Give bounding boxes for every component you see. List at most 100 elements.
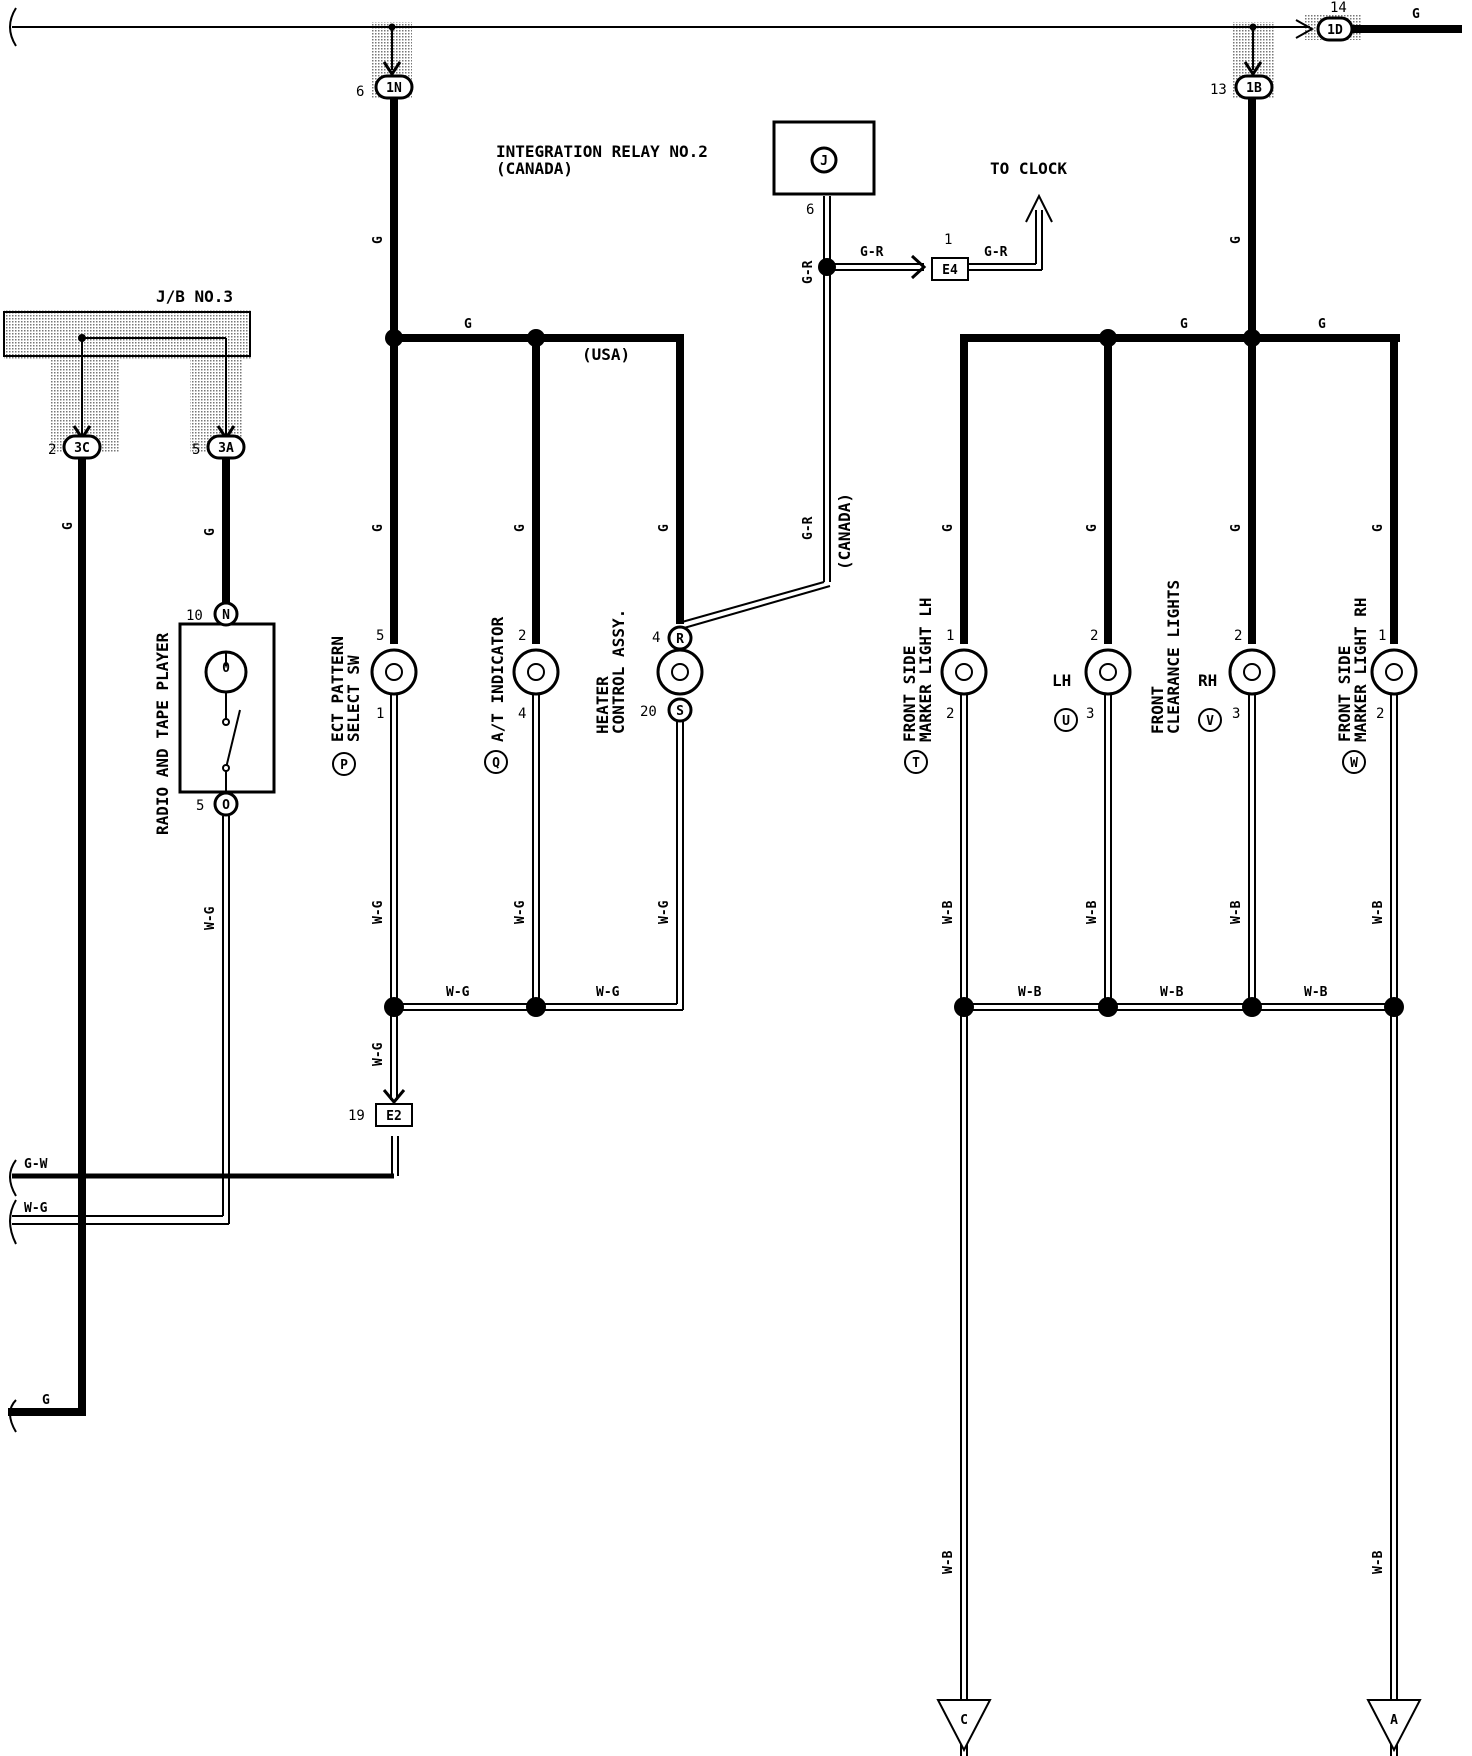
svg-text:0: 0	[222, 661, 230, 676]
svg-text:1: 1	[1378, 628, 1386, 644]
svg-text:10: 10	[186, 608, 203, 624]
rh-label: RH	[1198, 671, 1217, 690]
svg-text:4: 4	[652, 630, 660, 646]
lh-label: LH	[1052, 671, 1071, 690]
svg-text:G: G	[1180, 317, 1188, 332]
svg-text:G-R: G-R	[801, 516, 816, 540]
svg-text:W-G: W-G	[657, 900, 672, 924]
at-label: A/T INDICATOR	[488, 616, 507, 742]
bulb-clearance-rh	[1228, 648, 1276, 696]
svg-text:W-B: W-B	[1371, 900, 1386, 924]
relay-connector-label: J	[820, 154, 828, 169]
svg-text:G: G	[203, 528, 218, 536]
svg-text:W-G: W-G	[371, 900, 386, 924]
svg-text:3: 3	[1232, 706, 1240, 722]
connector-o: O	[222, 798, 230, 813]
svg-text:A: A	[1390, 1713, 1398, 1728]
canada-label: (CANADA)	[835, 493, 854, 570]
svg-text:3: 3	[1086, 706, 1094, 722]
svg-text:W-B: W-B	[941, 900, 956, 924]
svg-text:W-G: W-G	[513, 900, 528, 924]
connector-3c: 3C	[74, 441, 90, 456]
svg-text:W-G: W-G	[371, 1042, 386, 1066]
bulb-front-side-lh	[940, 648, 988, 696]
splices	[384, 258, 1404, 1017]
svg-text:G: G	[1318, 317, 1326, 332]
svg-text:C: C	[960, 1713, 968, 1728]
component-labels: ECT PATTERN SELECT SW A/T INDICATOR HEAT…	[156, 159, 1370, 742]
clearance-label-2: CLEARANCE LIGHTS	[1164, 580, 1183, 734]
svg-text:W-G: W-G	[596, 985, 620, 1000]
svg-text:G: G	[941, 524, 956, 532]
connector-n: N	[222, 608, 230, 623]
svg-text:G: G	[42, 1393, 50, 1408]
svg-text:G: G	[657, 524, 672, 532]
ect-label-2: SELECT SW	[344, 655, 363, 742]
svg-text:2: 2	[1090, 628, 1098, 644]
bulb-ect	[370, 648, 418, 696]
marker-u: U	[1062, 714, 1070, 729]
marker-p: P	[340, 758, 348, 773]
svg-text:G: G	[513, 524, 528, 532]
connector-r: R	[676, 632, 684, 647]
svg-text:G: G	[61, 522, 76, 530]
svg-text:2: 2	[48, 442, 56, 458]
connector-s: S	[676, 704, 684, 719]
svg-text:G: G	[371, 236, 386, 244]
svg-text:G-W: G-W	[24, 1157, 48, 1172]
connector-1d: 1D	[1327, 23, 1343, 38]
svg-text:G: G	[1085, 524, 1100, 532]
fs-rh-label-2: MARKER LIGHT RH	[1351, 598, 1370, 743]
connector-1n: 1N	[386, 81, 402, 96]
svg-text:W-B: W-B	[941, 1550, 956, 1574]
marker-v: V	[1206, 714, 1214, 729]
jb3-internal	[9, 334, 236, 1433]
svg-text:13: 13	[1210, 82, 1227, 98]
connector-e4: E4	[942, 263, 958, 278]
ground-a: A	[1366, 1699, 1422, 1753]
fs-lh-label-2: MARKER LIGHT LH	[916, 598, 935, 743]
bulb-clearance-lh	[1084, 648, 1132, 696]
svg-text:G-R: G-R	[984, 245, 1008, 260]
clearance-label-1: FRONT	[1148, 686, 1167, 734]
svg-text:14: 14	[1330, 0, 1347, 16]
radio-label: RADIO AND TAPE PLAYER	[153, 632, 172, 835]
fs-rh-label-1: FRONT SIDE	[1335, 646, 1354, 742]
svg-text:2: 2	[1234, 628, 1242, 644]
ground-c: C	[936, 1699, 992, 1753]
svg-text:5: 5	[192, 442, 200, 458]
svg-text:G: G	[1371, 524, 1386, 532]
connector-labels: 1D 1N 1B 3C 3A E4 E2	[74, 23, 1343, 1124]
to-clock-label: TO CLOCK	[990, 159, 1067, 178]
svg-text:2: 2	[518, 628, 526, 644]
svg-text:1: 1	[946, 628, 954, 644]
ect-label-1: ECT PATTERN	[328, 636, 347, 742]
svg-text:4: 4	[518, 706, 526, 722]
relay-sub-label: (CANADA)	[496, 159, 573, 178]
svg-text:W-B: W-B	[1018, 985, 1042, 1000]
g-wires	[8, 94, 1400, 1416]
svg-text:G: G	[1229, 524, 1244, 532]
connector-e2: E2	[386, 1109, 402, 1124]
connectors	[62, 16, 1354, 1127]
svg-text:G: G	[371, 524, 386, 532]
svg-text:W-B: W-B	[1160, 985, 1184, 1000]
integration-relay: J INTEGRATION RELAY NO.2 (CANADA) 6	[496, 120, 876, 218]
svg-text:19: 19	[348, 1108, 365, 1124]
svg-text:W-G: W-G	[446, 985, 470, 1000]
heater-label-2: CONTROL ASSY.	[609, 609, 628, 734]
pin-numbers: 14 6 13 2 5 10 5 5 1 2 4 4 20 1 19 1 2 2…	[48, 0, 1386, 1124]
radio-and-tape-player: 0 N O RADIO AND TAPE PLAYER	[153, 601, 276, 835]
svg-text:G: G	[1412, 7, 1420, 22]
top-bus	[9, 7, 1462, 77]
svg-text:G-R: G-R	[860, 245, 884, 260]
bulb-heater	[656, 648, 704, 696]
svg-text:W-B: W-B	[1085, 900, 1100, 924]
connector-3a: 3A	[218, 441, 234, 456]
usa-label: (USA)	[582, 345, 630, 364]
svg-text:20: 20	[640, 704, 657, 720]
bulb-at	[512, 648, 560, 696]
svg-text:W-B: W-B	[1371, 1550, 1386, 1574]
svg-text:W-G: W-G	[203, 906, 218, 930]
heater-label-1: HEATER	[593, 676, 612, 734]
